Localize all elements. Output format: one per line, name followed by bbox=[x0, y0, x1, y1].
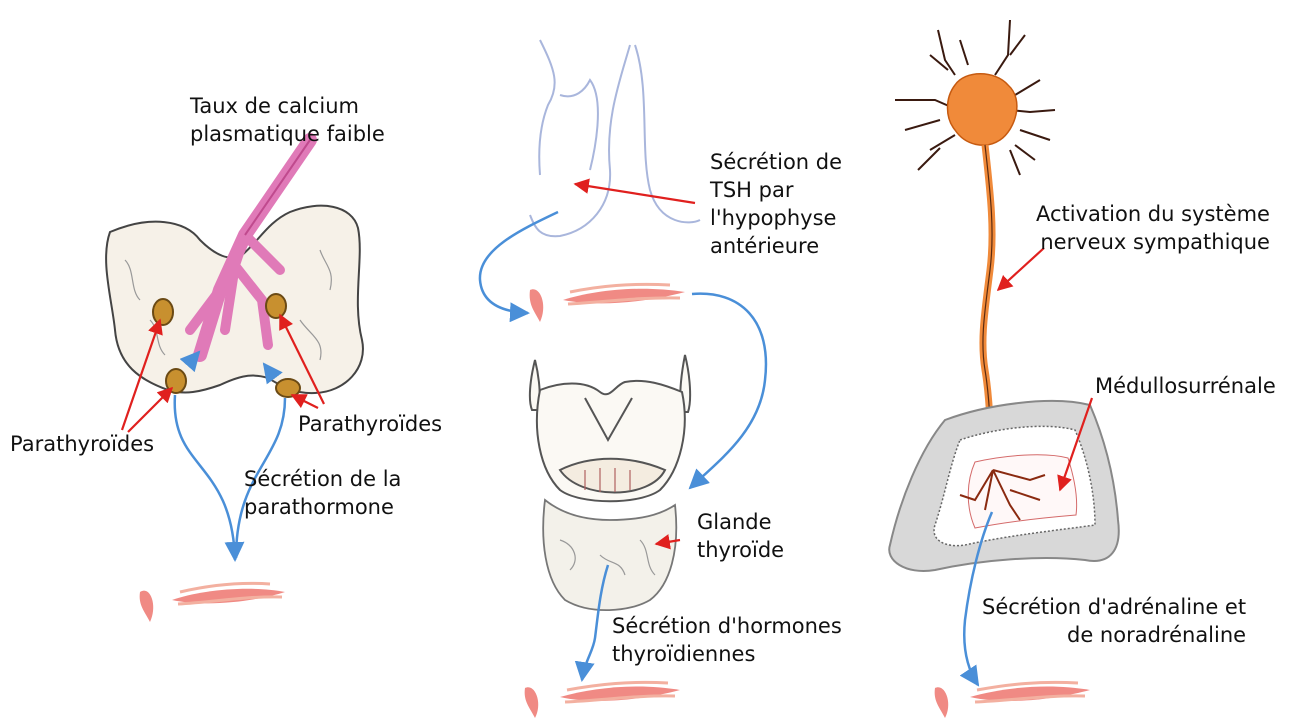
adrenaline-secretion-label: Sécrétion d'adrénaline et de noradrénali… bbox=[982, 593, 1246, 649]
parathyroid-left-label: Parathyroïdes bbox=[10, 430, 154, 458]
medulla-label: Médullosurrénale bbox=[1095, 372, 1276, 400]
target-tissue-icon bbox=[140, 583, 285, 622]
target-tissue-icon bbox=[525, 682, 680, 718]
thyroid-hormone-secretion-label: Sécrétion d'hormones thyroïdiennes bbox=[612, 612, 842, 668]
sympathetic-activation-label: Activation du système nerveux sympathiqu… bbox=[1036, 200, 1270, 256]
thyroid-gland-icon bbox=[543, 500, 676, 610]
pituitary-icon bbox=[530, 40, 700, 236]
larynx-icon bbox=[530, 355, 690, 501]
target-tissue-icon bbox=[935, 682, 1090, 718]
parathormone-secretion-label: Sécrétion de la parathormone bbox=[244, 465, 401, 521]
calcium-label: Taux de calcium plasmatique faible bbox=[190, 92, 385, 148]
adrenal-gland-icon bbox=[889, 401, 1119, 571]
thyroid-gland-label: Glande thyroïde bbox=[697, 508, 784, 564]
parathyroid-right-label: Parathyroïdes bbox=[298, 410, 442, 438]
target-tissue-icon bbox=[530, 284, 685, 322]
tsh-label: Sécrétion de TSH par l'hypophyse antérie… bbox=[710, 148, 842, 260]
